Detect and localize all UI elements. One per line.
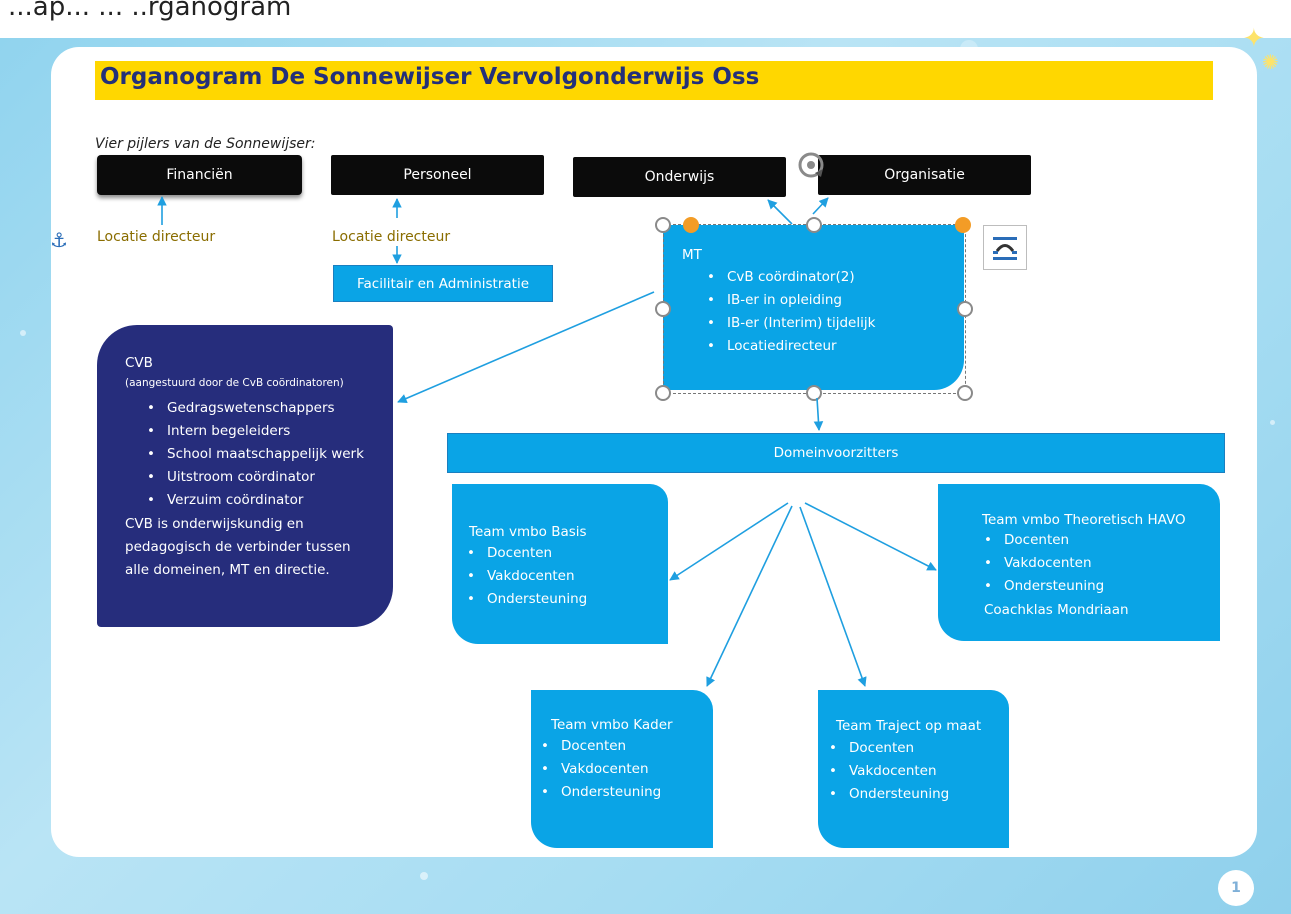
resize-handle[interactable]: [655, 217, 671, 233]
top-caption: ...ap... ... ..rganogram: [8, 0, 292, 22]
list-item: IB-er (Interim) tijdelijk: [701, 312, 875, 335]
list-item: Docenten: [535, 735, 661, 758]
connector-arrow: [669, 502, 789, 581]
connector-arrow: [812, 197, 829, 215]
mt-title: MT: [682, 247, 702, 263]
cvb-description: CVB is onderwijskundig en pedagogisch de…: [125, 513, 351, 582]
resize-handle[interactable]: [655, 385, 671, 401]
team-list: Docenten Vakdocenten Ondersteuning: [461, 542, 587, 611]
resize-handle[interactable]: [655, 301, 671, 317]
mt-list: CvB coördinator(2) IB-er in opleiding IB…: [701, 266, 875, 358]
team-title: Team vmbo Kader: [551, 717, 673, 733]
list-item: Intern begeleiders: [141, 420, 364, 443]
team-list: Docenten Vakdocenten Ondersteuning: [978, 529, 1104, 598]
facilitair-box[interactable]: Facilitair en Administratie: [333, 265, 553, 302]
connector-arrow: [397, 291, 655, 403]
domeinvoorzitters-box[interactable]: Domeinvoorzitters: [447, 433, 1225, 473]
team-traject-op-maat-box[interactable]: Team Traject op maat Docenten Vakdocente…: [818, 690, 1009, 848]
sparkle: [420, 872, 428, 880]
cvb-title: CVB: [125, 355, 153, 371]
cvb-list: Gedragswetenschappers Intern begeleiders…: [141, 397, 364, 512]
title-bar: [95, 61, 1213, 100]
list-item: Vakdocenten: [978, 552, 1104, 575]
location-label-personeel[interactable]: Locatie directeur: [332, 229, 451, 245]
pillar-organisatie[interactable]: Organisatie: [818, 155, 1031, 195]
team-footer: Coachklas Mondriaan: [984, 602, 1129, 618]
team-vmbo-basis-box[interactable]: Team vmbo Basis Docenten Vakdocenten Ond…: [452, 484, 668, 644]
list-item: Gedragswetenschappers: [141, 397, 364, 420]
resize-handle[interactable]: [806, 217, 822, 233]
team-title: Team vmbo Theoretisch HAVO: [982, 512, 1186, 528]
connector-arrow: [799, 506, 867, 687]
star-icon: ✺: [1262, 50, 1279, 74]
list-item: Vakdocenten: [823, 760, 949, 783]
connector-arrow: [706, 505, 793, 687]
rotate-handle-icon[interactable]: [796, 150, 826, 180]
star-icon: ✦: [1243, 24, 1265, 54]
layout-wrap-icon[interactable]: [983, 225, 1027, 270]
list-item: Vakdocenten: [461, 565, 587, 588]
top-strip: ...ap... ... ..rganogram: [0, 0, 1291, 38]
list-item: Docenten: [823, 737, 949, 760]
cvb-description-line: alle domeinen, MT en directie.: [125, 562, 330, 578]
cvb-description-line: pedagogisch de verbinder tussen: [125, 539, 351, 555]
sparkle: [20, 330, 26, 336]
anchor-icon: ⚓: [50, 228, 68, 252]
page-number-badge: 1: [1218, 870, 1254, 906]
team-vmbo-kader-box[interactable]: Team vmbo Kader Docenten Vakdocenten Ond…: [531, 690, 713, 848]
list-item: Docenten: [978, 529, 1104, 552]
sparkle: [1270, 420, 1275, 425]
connector-arrow: [813, 397, 824, 431]
team-vmbo-theoretisch-box[interactable]: Team vmbo Theoretisch HAVO Docenten Vakd…: [938, 484, 1220, 641]
list-item: Ondersteuning: [535, 781, 661, 804]
list-item: CvB coördinator(2): [701, 266, 875, 289]
team-list: Docenten Vakdocenten Ondersteuning: [823, 737, 949, 806]
pillar-financien[interactable]: Financiën: [97, 155, 302, 195]
team-title: Team Traject op maat: [836, 718, 982, 734]
connector-arrow: [804, 502, 937, 571]
resize-handle[interactable]: [957, 385, 973, 401]
location-label-financien[interactable]: Locatie directeur: [97, 229, 216, 245]
cvb-description-line: CVB is onderwijskundig en: [125, 516, 304, 532]
pillar-onderwijs[interactable]: Onderwijs: [573, 157, 786, 197]
list-item: Vakdocenten: [535, 758, 661, 781]
resize-handle[interactable]: [806, 385, 822, 401]
list-item: Ondersteuning: [461, 588, 587, 611]
pillars-subtitle: Vier pijlers van de Sonnewijser:: [95, 136, 316, 152]
list-item: School maatschappelijk werk: [141, 443, 364, 466]
connector-arrow: [767, 199, 793, 225]
mt-box[interactable]: MT CvB coördinator(2) IB-er in opleiding…: [663, 225, 964, 390]
list-item: Verzuim coördinator: [141, 489, 364, 512]
list-item: Docenten: [461, 542, 587, 565]
cvb-subtitle: (aangestuurd door de CvB coördinatoren): [125, 377, 344, 389]
list-item: Ondersteuning: [978, 575, 1104, 598]
list-item: Ondersteuning: [823, 783, 949, 806]
resize-handle[interactable]: [957, 301, 973, 317]
list-item: Locatiedirecteur: [701, 335, 875, 358]
list-item: IB-er in opleiding: [701, 289, 875, 312]
pillar-personeel[interactable]: Personeel: [331, 155, 544, 195]
cvb-box[interactable]: CVB (aangestuurd door de CvB coördinator…: [97, 325, 393, 627]
adjust-handle[interactable]: [955, 217, 971, 233]
team-list: Docenten Vakdocenten Ondersteuning: [535, 735, 661, 804]
team-title: Team vmbo Basis: [469, 524, 587, 540]
page-title: Organogram De Sonnewijser Vervolgonderwi…: [100, 64, 760, 90]
list-item: Uitstroom coördinator: [141, 466, 364, 489]
adjust-handle[interactable]: [683, 217, 699, 233]
